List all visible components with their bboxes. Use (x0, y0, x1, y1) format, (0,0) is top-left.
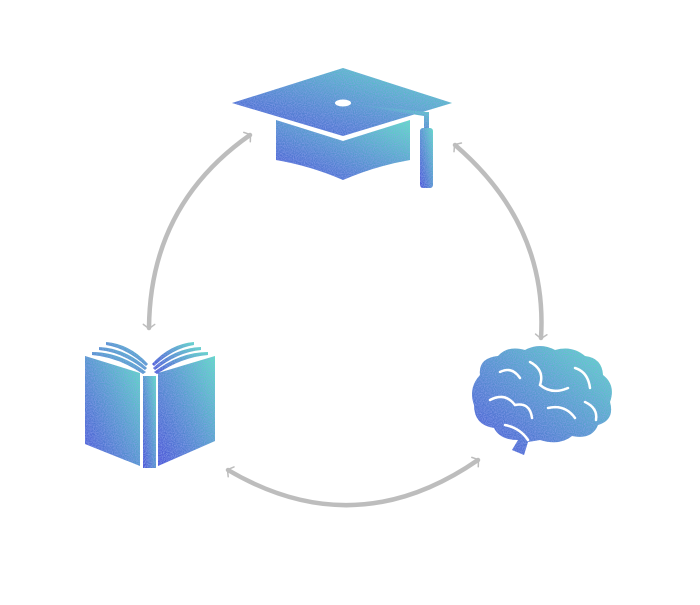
open-book-icon (85, 342, 215, 468)
arrow-cap-brain (452, 142, 548, 341)
graduation-cap-icon (232, 68, 452, 188)
arrows (142, 131, 548, 508)
arrow-book-brain (225, 456, 481, 508)
cap-button (335, 99, 351, 107)
brain-icon (472, 346, 612, 455)
arrow-cap-book (142, 131, 253, 331)
